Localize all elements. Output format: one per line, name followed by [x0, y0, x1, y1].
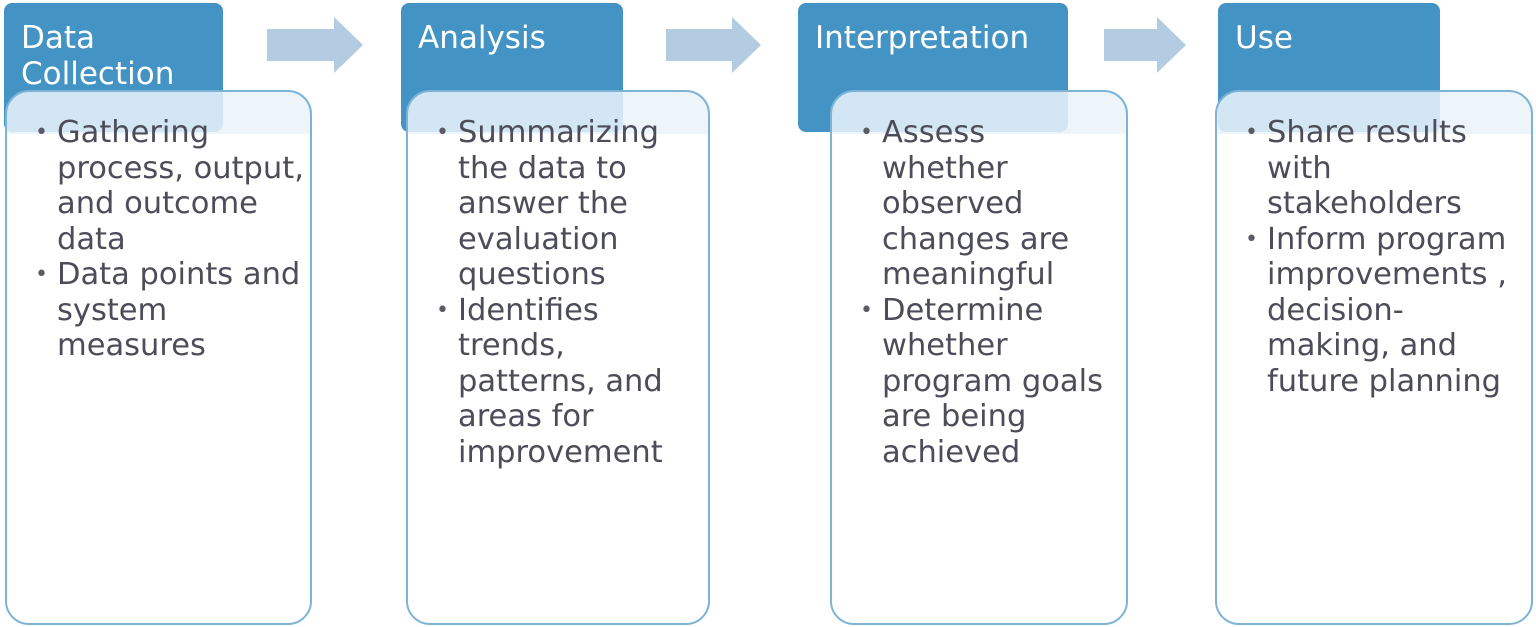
step-card: Assess whether observed changes are mean…: [830, 90, 1128, 625]
bullet-item: Gathering process, output, and outcome d…: [35, 115, 304, 257]
bullet-item: Determine whether program goals are bein…: [860, 293, 1120, 471]
bullet-item: Share results with stakeholders: [1245, 115, 1525, 222]
step-card: Share results with stakeholders Inform p…: [1215, 90, 1533, 625]
bullet-item: Assess whether observed changes are mean…: [860, 115, 1120, 293]
right-arrow-icon: [1104, 17, 1186, 73]
bullet-list: Assess whether observed changes are mean…: [860, 115, 1120, 470]
step-card: Gathering process, output, and outcome d…: [5, 90, 312, 625]
bullet-list: Share results with stakeholders Inform p…: [1245, 115, 1525, 399]
right-arrow-icon: [666, 17, 761, 73]
bullet-item: Inform program improvements , decision-m…: [1245, 222, 1525, 400]
step-card: Summarizing the data to answer the evalu…: [406, 90, 710, 625]
bullet-item: Identifies trends, patterns, and areas f…: [436, 293, 702, 471]
bullet-item: Summarizing the data to answer the evalu…: [436, 115, 702, 293]
right-arrow-icon: [267, 17, 363, 73]
bullet-list: Gathering process, output, and outcome d…: [35, 115, 304, 364]
bullet-list: Summarizing the data to answer the evalu…: [436, 115, 702, 470]
bullet-item: Data points and system measures: [35, 257, 304, 364]
